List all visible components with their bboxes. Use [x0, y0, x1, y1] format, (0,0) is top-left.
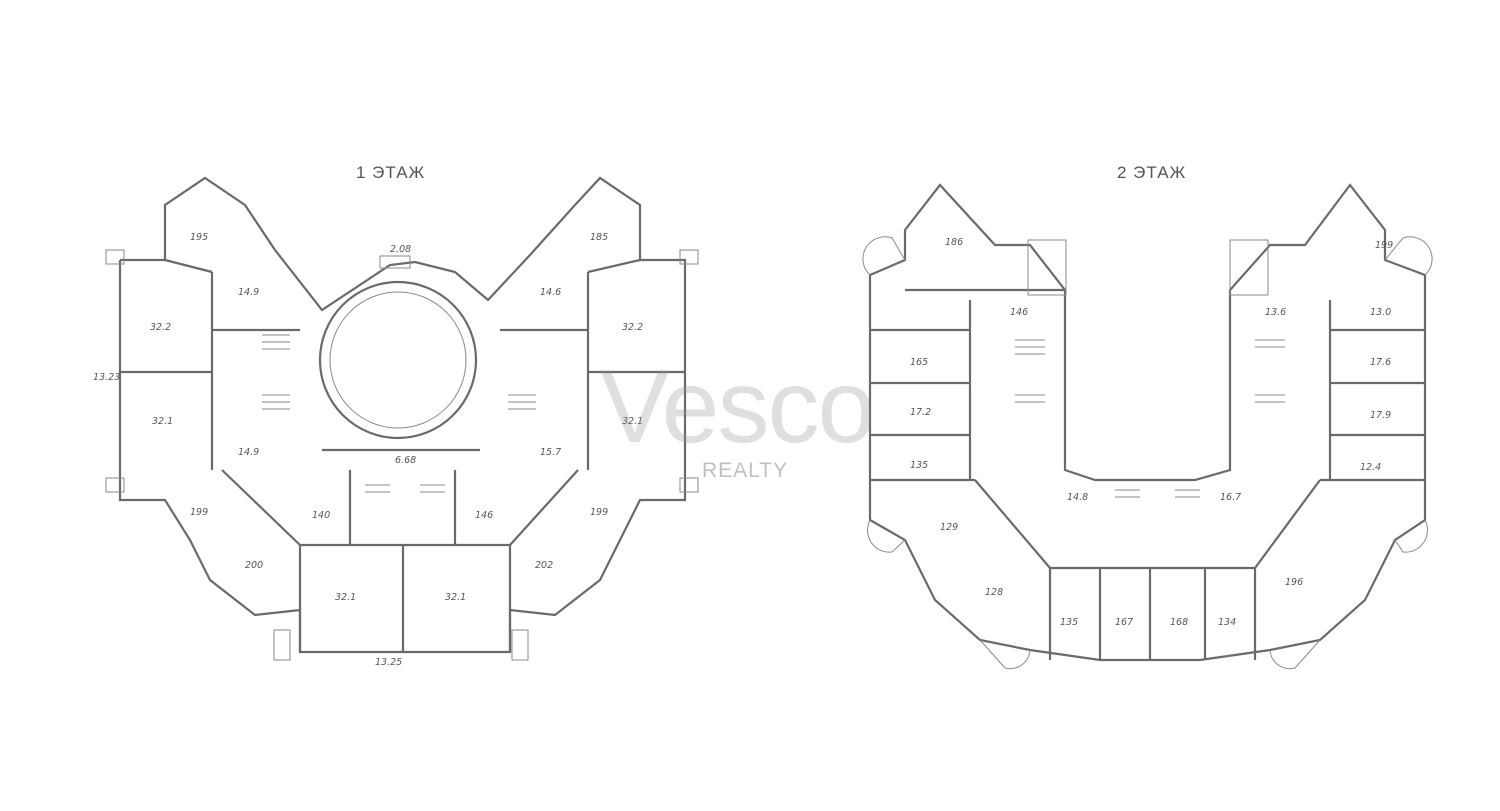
room-label: 167	[1115, 617, 1133, 628]
dimension-label: 13.23	[93, 372, 120, 383]
room-label: 17.2	[910, 407, 931, 418]
floor-1-room-labels: 195 14.9 32.2 32.1 14.9 199 200 32.1 32.…	[93, 232, 643, 668]
room-label: 14.6	[540, 287, 561, 298]
room-label: 128	[985, 587, 1003, 598]
room-label: 14.9	[238, 447, 259, 458]
dimension-label: 6.68	[395, 455, 416, 466]
room-label: 32.1	[152, 416, 173, 427]
floor-2-stairs	[1015, 339, 1285, 498]
floor-2-room-labels: 186 146 165 17.2 135 129 128 135 167 168…	[910, 237, 1393, 628]
room-label: 199	[190, 507, 208, 518]
room-label: 14.9	[238, 287, 259, 298]
floor-2-title: 2 ЭТАЖ	[1117, 163, 1187, 182]
room-label: 17.6	[1370, 357, 1391, 368]
room-label: 195	[190, 232, 208, 243]
room-label: 14.8	[1067, 492, 1088, 503]
room-label: 15.7	[540, 447, 561, 458]
dimension-label: 13.25	[375, 657, 402, 668]
room-label: 186	[945, 237, 963, 248]
room-label: 32.1	[445, 592, 466, 603]
floor-1-outer-wall	[118, 176, 687, 654]
room-label: 165	[910, 357, 928, 368]
room-label: 140	[312, 510, 330, 521]
room-label: 16.7	[1220, 492, 1241, 503]
dimension-label: 2.08	[390, 244, 411, 255]
room-label: 146	[1010, 307, 1028, 318]
room-label: 32.1	[622, 416, 643, 427]
floor-2-outer-wall	[868, 183, 1427, 662]
floor-1-windows	[105, 249, 699, 661]
room-label: 32.1	[335, 592, 356, 603]
room-label: 17.9	[1370, 410, 1391, 421]
room-label: 32.2	[150, 322, 171, 333]
floor-1-stairs	[262, 334, 536, 493]
room-label: 202	[535, 560, 553, 571]
room-label: 13.6	[1265, 307, 1286, 318]
room-label: 200	[245, 560, 263, 571]
room-label: 146	[475, 510, 493, 521]
room-label: 135	[910, 460, 928, 471]
rotunda-inner	[329, 291, 467, 429]
room-label: 32.2	[622, 322, 643, 333]
floor-1-title: 1 ЭТАЖ	[356, 163, 426, 182]
room-label: 12.4	[1360, 462, 1381, 473]
floor-2-balconies	[862, 236, 1433, 670]
room-label: 199	[1375, 240, 1393, 251]
room-label: 129	[940, 522, 958, 533]
room-label: 168	[1170, 617, 1188, 628]
room-label: 134	[1218, 617, 1236, 628]
room-label: 13.0	[1370, 307, 1391, 318]
room-label: 185	[590, 232, 608, 243]
room-label: 199	[590, 507, 608, 518]
room-label: 196	[1285, 577, 1303, 588]
rotunda-outer	[318, 280, 478, 440]
room-label: 135	[1060, 617, 1078, 628]
